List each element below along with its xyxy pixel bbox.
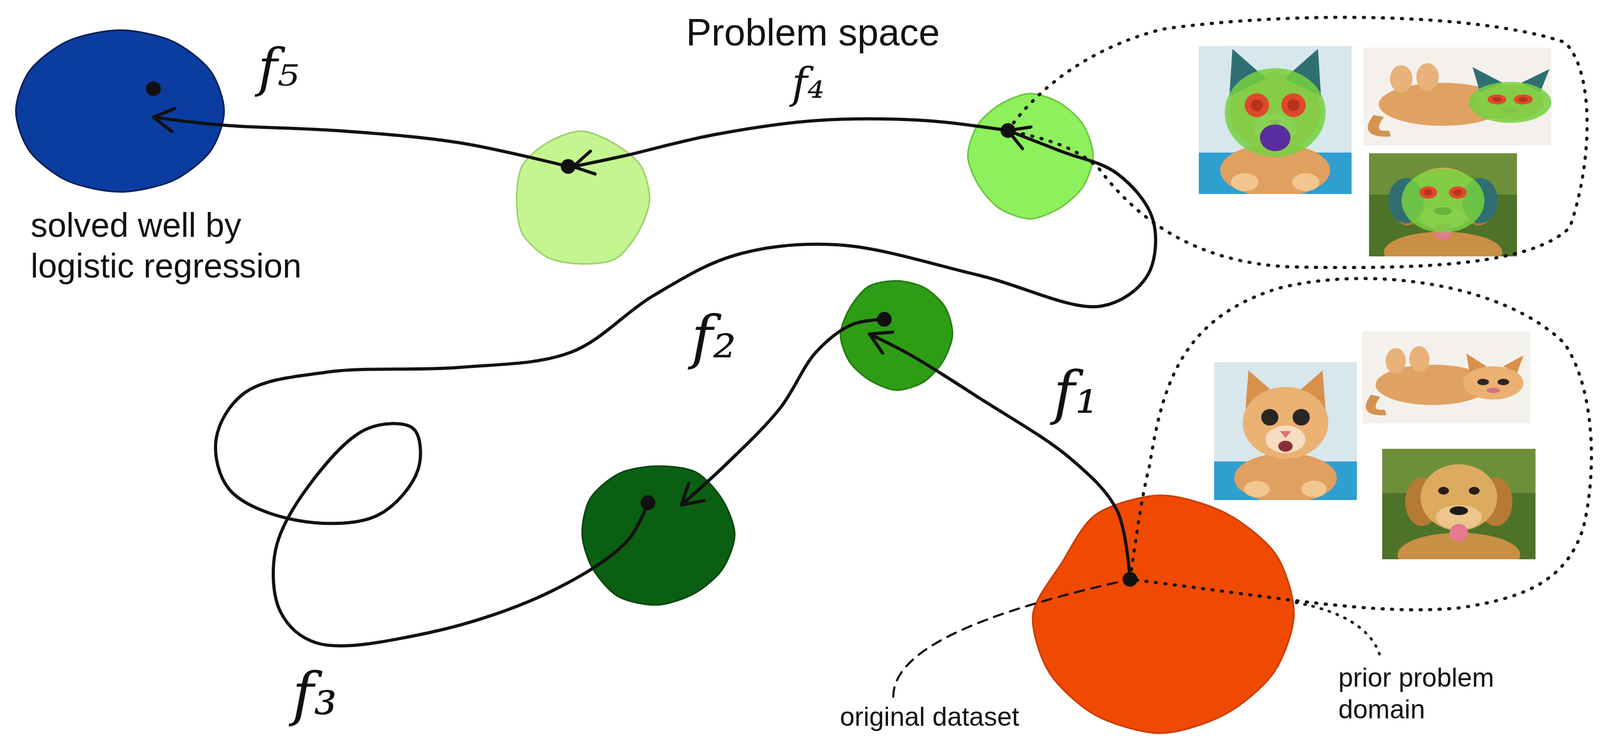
problem-region [578, 460, 737, 608]
point-dot [560, 159, 576, 174]
problem-region [511, 129, 652, 270]
blob-outline [578, 460, 737, 608]
blob-outline [511, 129, 652, 270]
function-label: f₅ [253, 37, 303, 98]
function-label: f₄ [787, 59, 829, 108]
function-label: f₃ [288, 660, 342, 728]
blob-fill [1032, 495, 1294, 734]
problem-region: original datasetprior problem domain [1025, 493, 1296, 735]
blob-outline [14, 28, 226, 194]
blob-outline [838, 277, 955, 392]
dotted-leader [1130, 278, 1592, 610]
cat-photo [1362, 331, 1531, 424]
dotted-leader [1007, 17, 1588, 268]
blob-outline [1025, 493, 1296, 735]
blob-fill [15, 30, 225, 192]
region-label: original dataset [837, 700, 1022, 733]
dog-photo [1382, 448, 1536, 577]
segmentation-overlay [1224, 49, 1326, 157]
segmented-examples [1198, 45, 1552, 273]
leader-lines [1007, 17, 1588, 268]
dotted-leader [1296, 602, 1380, 655]
point-dot [640, 495, 656, 511]
blob-fill [516, 131, 650, 264]
transform-arrow [572, 118, 1008, 167]
dotted-leader [893, 579, 1131, 697]
dog-photo [1369, 153, 1518, 273]
problem-region [838, 277, 955, 392]
cat-photo [1363, 47, 1552, 146]
segmentation-overlay [1468, 67, 1552, 123]
diagram-title: Problem space [686, 9, 940, 55]
blob-fill [581, 466, 735, 606]
cat-photo [1198, 45, 1352, 198]
leader-lines [893, 278, 1592, 697]
point-dot [1000, 123, 1016, 138]
region-label: solved well by logistic regression [28, 205, 340, 287]
blob-fill [840, 280, 953, 391]
point-dot [1122, 571, 1138, 587]
function-label: f₁ [1049, 359, 1103, 427]
point-dot [876, 311, 892, 327]
problem-region: solved well by logistic regression [14, 28, 226, 194]
blob-fill [967, 93, 1094, 219]
segmentation-overlay [1388, 168, 1498, 233]
region-label: prior problem domain [1336, 661, 1552, 726]
point-dot [145, 81, 161, 97]
cat-photo [1214, 362, 1357, 503]
function-label: f₂ [687, 303, 741, 372]
